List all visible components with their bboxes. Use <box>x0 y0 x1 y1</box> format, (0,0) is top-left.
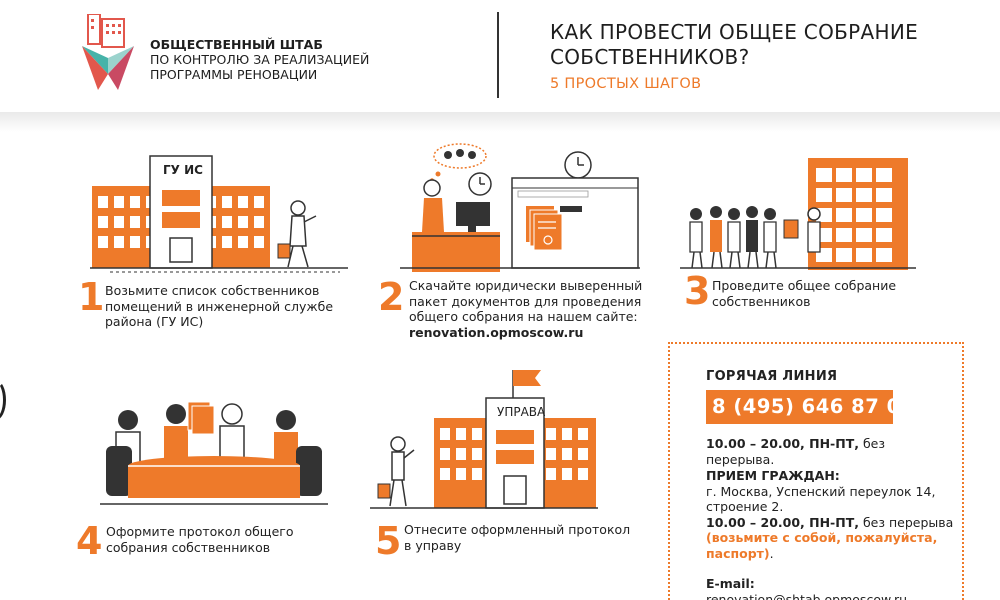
hotline-title: ГОРЯЧАЯ ЛИНИЯ <box>706 369 838 384</box>
reception-block: ПРИЕМ ГРАЖДАН: г. Москва, Успенский пере… <box>706 468 956 561</box>
step3-text-line: собственников <box>712 293 811 309</box>
step4-text-line: Оформите протокол общего <box>106 524 294 539</box>
hotline-hours-bold: 10.00 – 20.00, ПН-ПТ, <box>706 436 859 451</box>
step2-download-illustration <box>400 143 640 272</box>
step5-building-label: УПРАВА <box>497 405 546 419</box>
step2-website-link[interactable]: renovation.opmoscow.ru <box>409 324 584 340</box>
step1-text-line: района (ГУ ИС) <box>105 314 204 329</box>
org-name-line3: ПРОГРАММЫ РЕНОВАЦИИ <box>150 67 318 82</box>
email-address[interactable]: renovation@shtab.opmoscow.ru <box>706 591 908 600</box>
hotline-hours-rest: без перерыва. <box>706 436 886 467</box>
logo-icon <box>82 14 134 90</box>
hotline-hours: 10.00 – 20.00, ПН-ПТ, без перерыва. <box>706 436 956 467</box>
step1-text-line: Возьмите список собственников <box>105 283 320 298</box>
page-subtitle: 5 ПРОСТЫХ ШАГОВ <box>550 76 702 92</box>
step3-meeting-illustration <box>680 158 916 270</box>
step5-uprava-illustration <box>370 370 598 509</box>
step5-number: 5 <box>375 519 402 563</box>
page-title: КАК ПРОВЕСТИ ОБЩЕЕ СОБРАНИЕ СОБСТВЕННИКО… <box>550 20 970 70</box>
step4-text: Оформите протокол общего собрания собств… <box>106 524 294 555</box>
step1-text-line: помещений в инженерной службе <box>105 298 334 314</box>
step2-text: Скачайте юридически выверенный пакет док… <box>409 278 642 340</box>
email-label: E-mail: <box>706 576 755 591</box>
step1-building-label: ГУ ИС <box>163 163 203 177</box>
step1-building-illustration <box>90 155 348 273</box>
left-edge-arc <box>0 380 6 420</box>
reception-hours-bold: 10.00 – 20.00, ПН-ПТ, <box>706 514 859 530</box>
hotline-phone[interactable]: 8 (495) 646 87 09 <box>712 395 915 418</box>
reception-note-line2: паспорт) <box>706 545 770 561</box>
step2-number: 2 <box>378 275 405 319</box>
header <box>0 0 1000 112</box>
step1-text: Возьмите список собственников помещений … <box>105 283 333 330</box>
reception-hours-rest: без перерыва <box>858 514 954 530</box>
step3-text: Проведите общее собрание собственников <box>712 278 896 309</box>
page-title-line1: КАК ПРОВЕСТИ ОБЩЕЕ СОБРАНИЕ <box>550 20 919 44</box>
header-shadow <box>0 112 1000 132</box>
step2-text-line: пакет документов для проведения <box>409 293 642 309</box>
step4-number: 4 <box>76 519 103 563</box>
step2-text-line: общего собрания на нашем сайте: <box>409 309 638 324</box>
step3-number: 3 <box>684 269 711 313</box>
phone-badge <box>706 390 893 424</box>
org-name-line2: ПО КОНТРОЛЮ ЗА РЕАЛИЗАЦИЕЙ <box>150 52 370 67</box>
reception-address-line1: г. Москва, Успенский переулок 14, <box>706 483 936 499</box>
step4-protocol-illustration <box>100 401 328 505</box>
email-line: E-mail: renovation@shtab.opmoscow.ru <box>706 576 956 600</box>
hotline-box <box>668 342 964 600</box>
step5-text-line: Отнесите оформленный протокол <box>404 522 631 537</box>
reception-note-end: . <box>769 545 774 561</box>
step5-text: Отнесите оформленный протокол в управу <box>404 522 630 553</box>
reception-address-line2: строение 2. <box>706 499 784 514</box>
step3-text-line: Проведите общее собрание <box>712 278 897 293</box>
org-name-line1: ОБЩЕСТВЕННЫЙ ШТАБ <box>150 37 323 52</box>
step2-text-line: Скачайте юридически выверенный <box>409 278 643 293</box>
reception-note-line1: (возьмите с собой, пожалуйста, <box>706 530 938 545</box>
page-title-line2: СОБСТВЕННИКОВ? <box>550 45 750 69</box>
step5-text-line: в управу <box>404 537 462 553</box>
header-divider <box>497 12 499 98</box>
step4-text-line: собрания собственников <box>106 539 271 555</box>
org-name: ОБЩЕСТВЕННЫЙ ШТАБ ПО КОНТРОЛЮ ЗА РЕАЛИЗА… <box>150 37 390 82</box>
reception-title: ПРИЕМ ГРАЖДАН: <box>706 468 840 483</box>
step1-number: 1 <box>78 275 105 319</box>
